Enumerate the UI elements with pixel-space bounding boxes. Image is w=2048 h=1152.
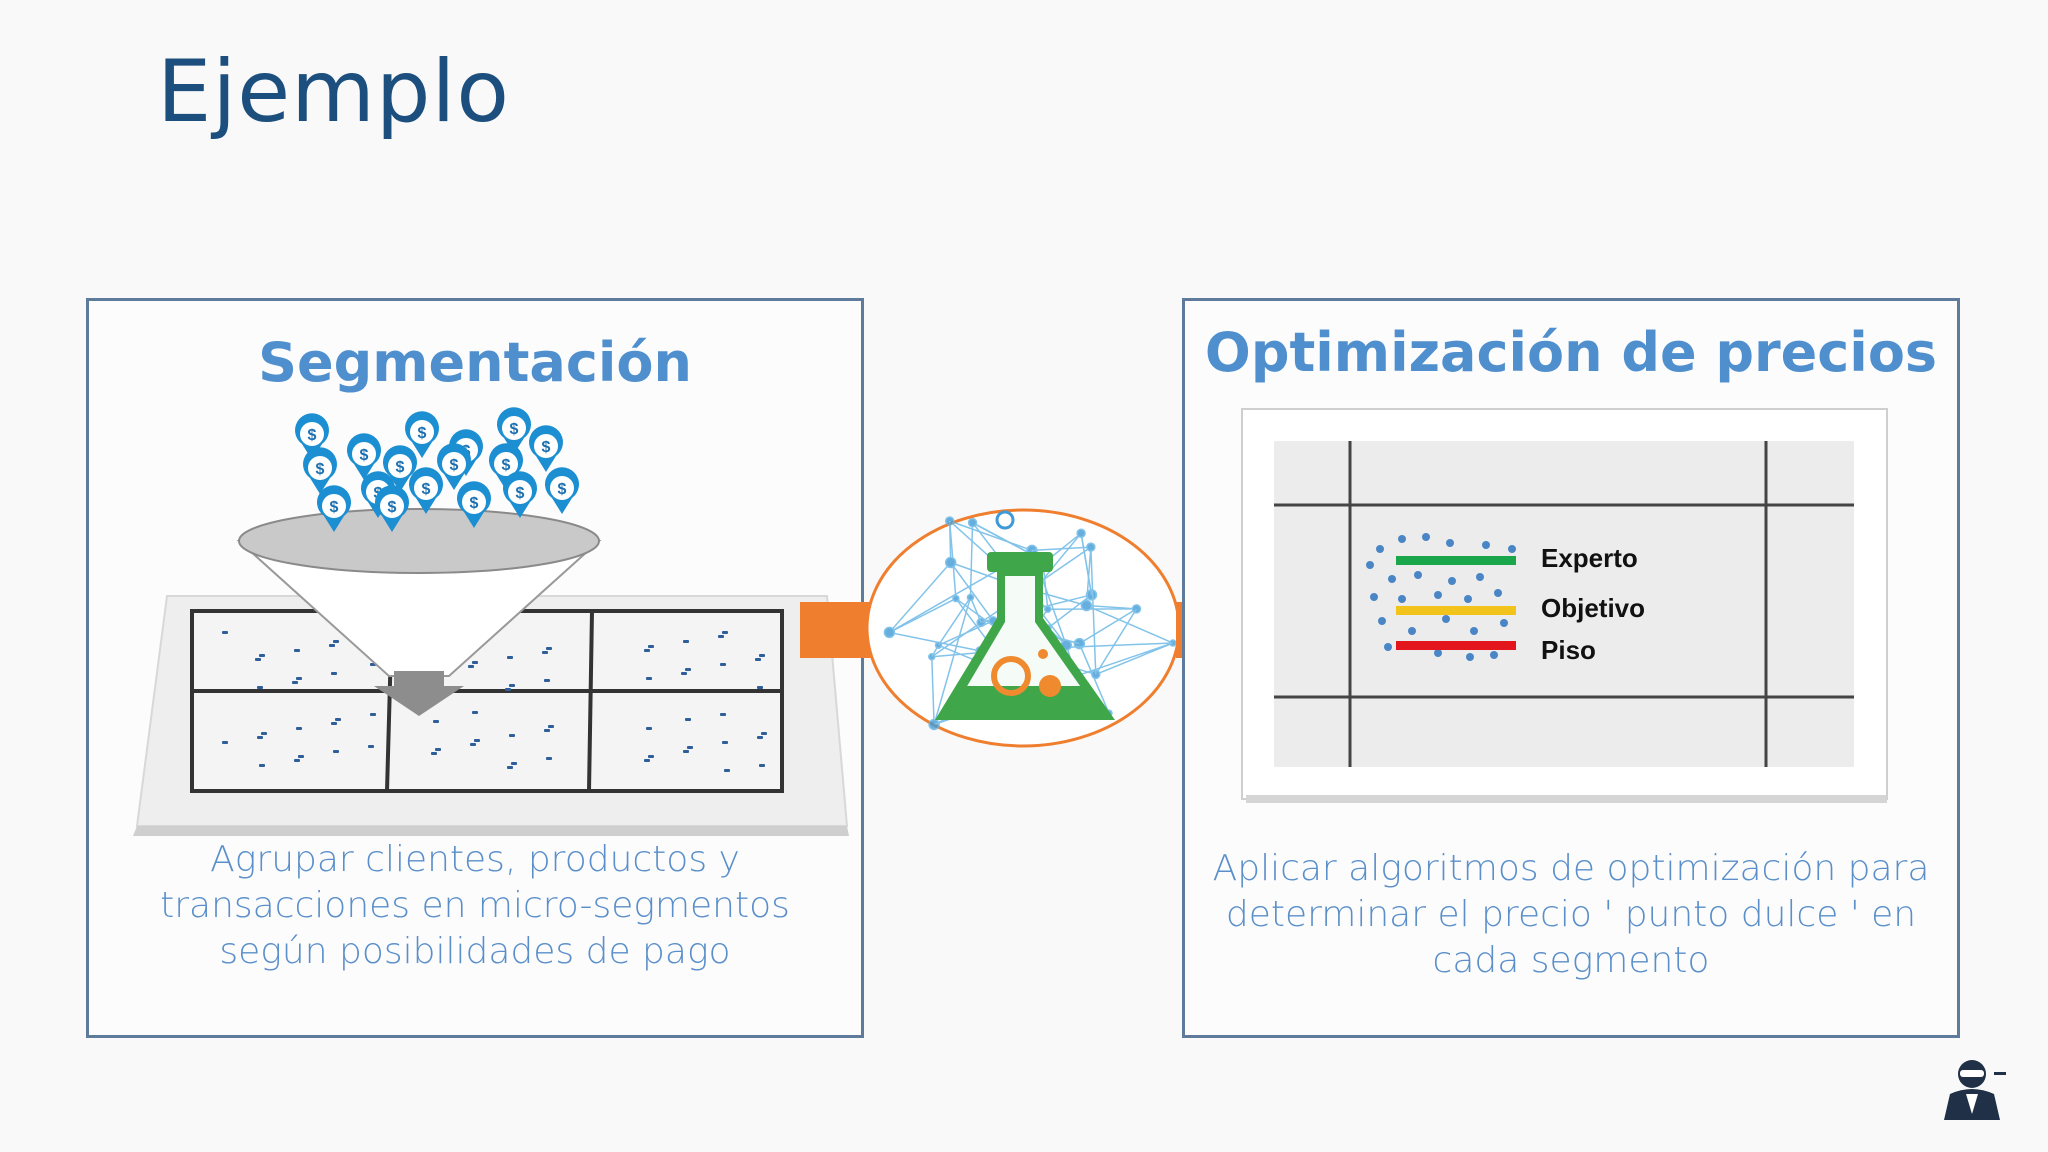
price-chart-icon (1241, 408, 1888, 803)
svg-text:$: $ (360, 447, 369, 464)
dollar-pin-icon: $ (375, 485, 409, 532)
dollar-pin-icon: $ (437, 443, 471, 490)
agent-avatar-icon (1944, 1060, 2006, 1120)
price-optimization-panel: Optimización de precios Experto Objetivo… (1182, 298, 1960, 1038)
dollar-pin-icon: $ (317, 485, 351, 532)
slide-title: Ejemplo (157, 42, 511, 142)
svg-text:$: $ (418, 425, 427, 442)
svg-text:$: $ (330, 499, 339, 516)
svg-text:$: $ (516, 485, 525, 502)
dollar-pin-icon: $ (503, 471, 537, 518)
dollar-pin-icon: $ (409, 467, 443, 514)
legend-piso: Piso (1541, 635, 1596, 665)
svg-text:$: $ (422, 481, 431, 498)
svg-text:$: $ (308, 427, 317, 444)
svg-text:$: $ (510, 421, 519, 438)
dollar-pin-icon: $ (545, 467, 579, 514)
optimization-description: Aplicar algoritmos de optimización para … (1212, 848, 1930, 981)
dollar-pin-icon: $ (295, 413, 329, 460)
dollar-pin-icon: $ (383, 445, 417, 492)
dollar-pin-icon: $ (303, 447, 337, 494)
legend-objetivo: Objetivo (1541, 593, 1646, 623)
segmentation-description: Agrupar clientes, productos y transaccio… (160, 839, 790, 972)
dollar-pin-icon: $ (497, 407, 531, 454)
svg-text:$: $ (450, 457, 459, 474)
optimization-heading: Optimización de precios (1204, 321, 1938, 384)
dollar-pin-icon: $ (489, 443, 523, 490)
lab-flask-icon (865, 508, 1181, 748)
svg-text:$: $ (558, 481, 567, 498)
svg-text:$: $ (470, 495, 479, 512)
dollar-pin-icon: $ (529, 425, 563, 472)
svg-text:$: $ (396, 459, 405, 476)
segmentation-panel: Segmentación $$$$$$$$$$$$$$$$$ Agrupar c… (86, 298, 864, 1038)
svg-text:$: $ (316, 461, 325, 478)
dollar-pin-icon: $ (347, 433, 381, 480)
svg-text:$: $ (388, 499, 397, 516)
segmentation-heading: Segmentación (258, 331, 692, 394)
dollar-pin-icon: $ (405, 411, 439, 458)
svg-text:$: $ (542, 439, 551, 456)
dollar-pin-cluster: $$$$$$$$$$$$$$$$$ (295, 407, 579, 532)
svg-text:$: $ (502, 457, 511, 474)
dollar-pin-icon: $ (457, 481, 491, 528)
legend-experto: Experto (1541, 543, 1638, 573)
funnel-icon (236, 508, 602, 716)
